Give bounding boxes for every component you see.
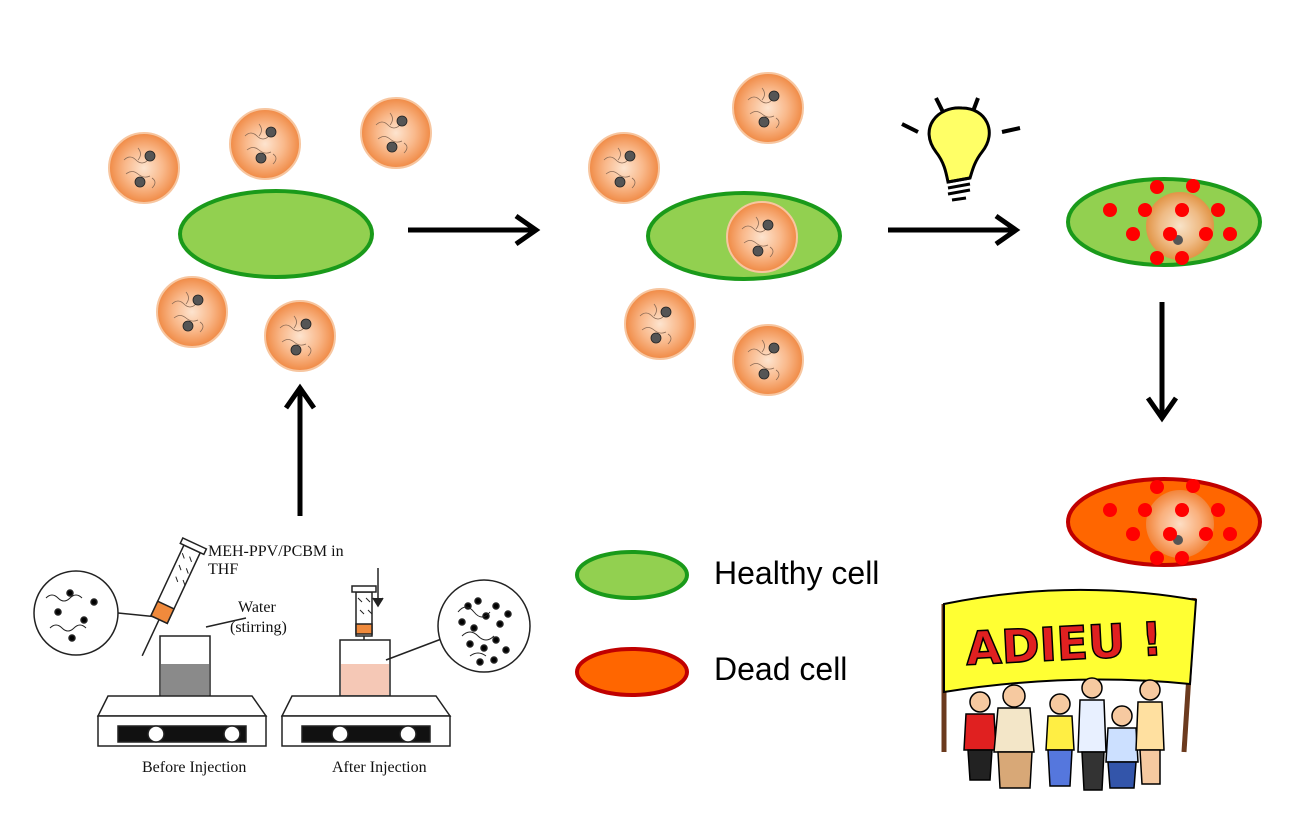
solution-label: MEH-PPV/PCBM in	[208, 543, 344, 560]
nanoparticle	[588, 132, 660, 204]
legend-dead-swatch	[575, 647, 689, 697]
stage-3	[1066, 177, 1262, 267]
arrow-icon	[1145, 302, 1179, 423]
nanoparticle	[732, 324, 804, 396]
stage-1	[108, 97, 432, 372]
nanoparticle	[264, 300, 336, 372]
arrow-icon	[283, 383, 317, 516]
legend-healthy-swatch	[575, 550, 689, 600]
before-injection-label: Before Injection	[142, 759, 246, 776]
zoom-circle-before	[33, 570, 119, 656]
banner-text: ADIEU !	[964, 612, 1163, 676]
syringe-left	[141, 536, 208, 657]
nanoparticle-clusters	[458, 597, 512, 666]
lightbulb-icon	[901, 97, 1021, 202]
reactive-oxygen-dots	[1103, 179, 1237, 265]
after-injection-label: After Injection	[332, 759, 427, 776]
water-label: (stirring)	[230, 619, 287, 636]
arrow-icon	[888, 213, 1021, 247]
nanoparticle-internalized	[726, 201, 798, 273]
solution-label: THF	[208, 561, 238, 578]
water-label: Water	[238, 599, 276, 616]
nanoparticle	[732, 72, 804, 144]
healthy-cell	[178, 189, 374, 279]
zoom-circle-after	[437, 579, 531, 673]
nanoparticle	[156, 276, 228, 348]
setup-labels: MEH-PPV/PCBM in THF Water (stirring) Bef…	[142, 543, 427, 776]
legend-healthy-label: Healthy cell	[714, 555, 879, 591]
legend: Healthy cell Dead cell	[575, 550, 879, 697]
stage-2	[588, 72, 842, 396]
farewell-banner: ADIEU !	[941, 588, 1198, 791]
nanoparticle	[229, 108, 301, 180]
nanoparticle	[624, 288, 696, 360]
legend-dead-label: Dead cell	[714, 651, 847, 687]
reactive-oxygen-dots	[1103, 479, 1237, 565]
polymer-chains	[45, 589, 98, 642]
nanoparticle	[108, 132, 180, 204]
stage-4	[1066, 477, 1262, 567]
people-crowd-icon	[963, 677, 1165, 791]
nanoparticle-internalized	[1146, 192, 1214, 260]
nanoparticle	[360, 97, 432, 169]
nanoprecipitation-setup	[33, 536, 531, 747]
arrow-icon	[408, 213, 541, 247]
